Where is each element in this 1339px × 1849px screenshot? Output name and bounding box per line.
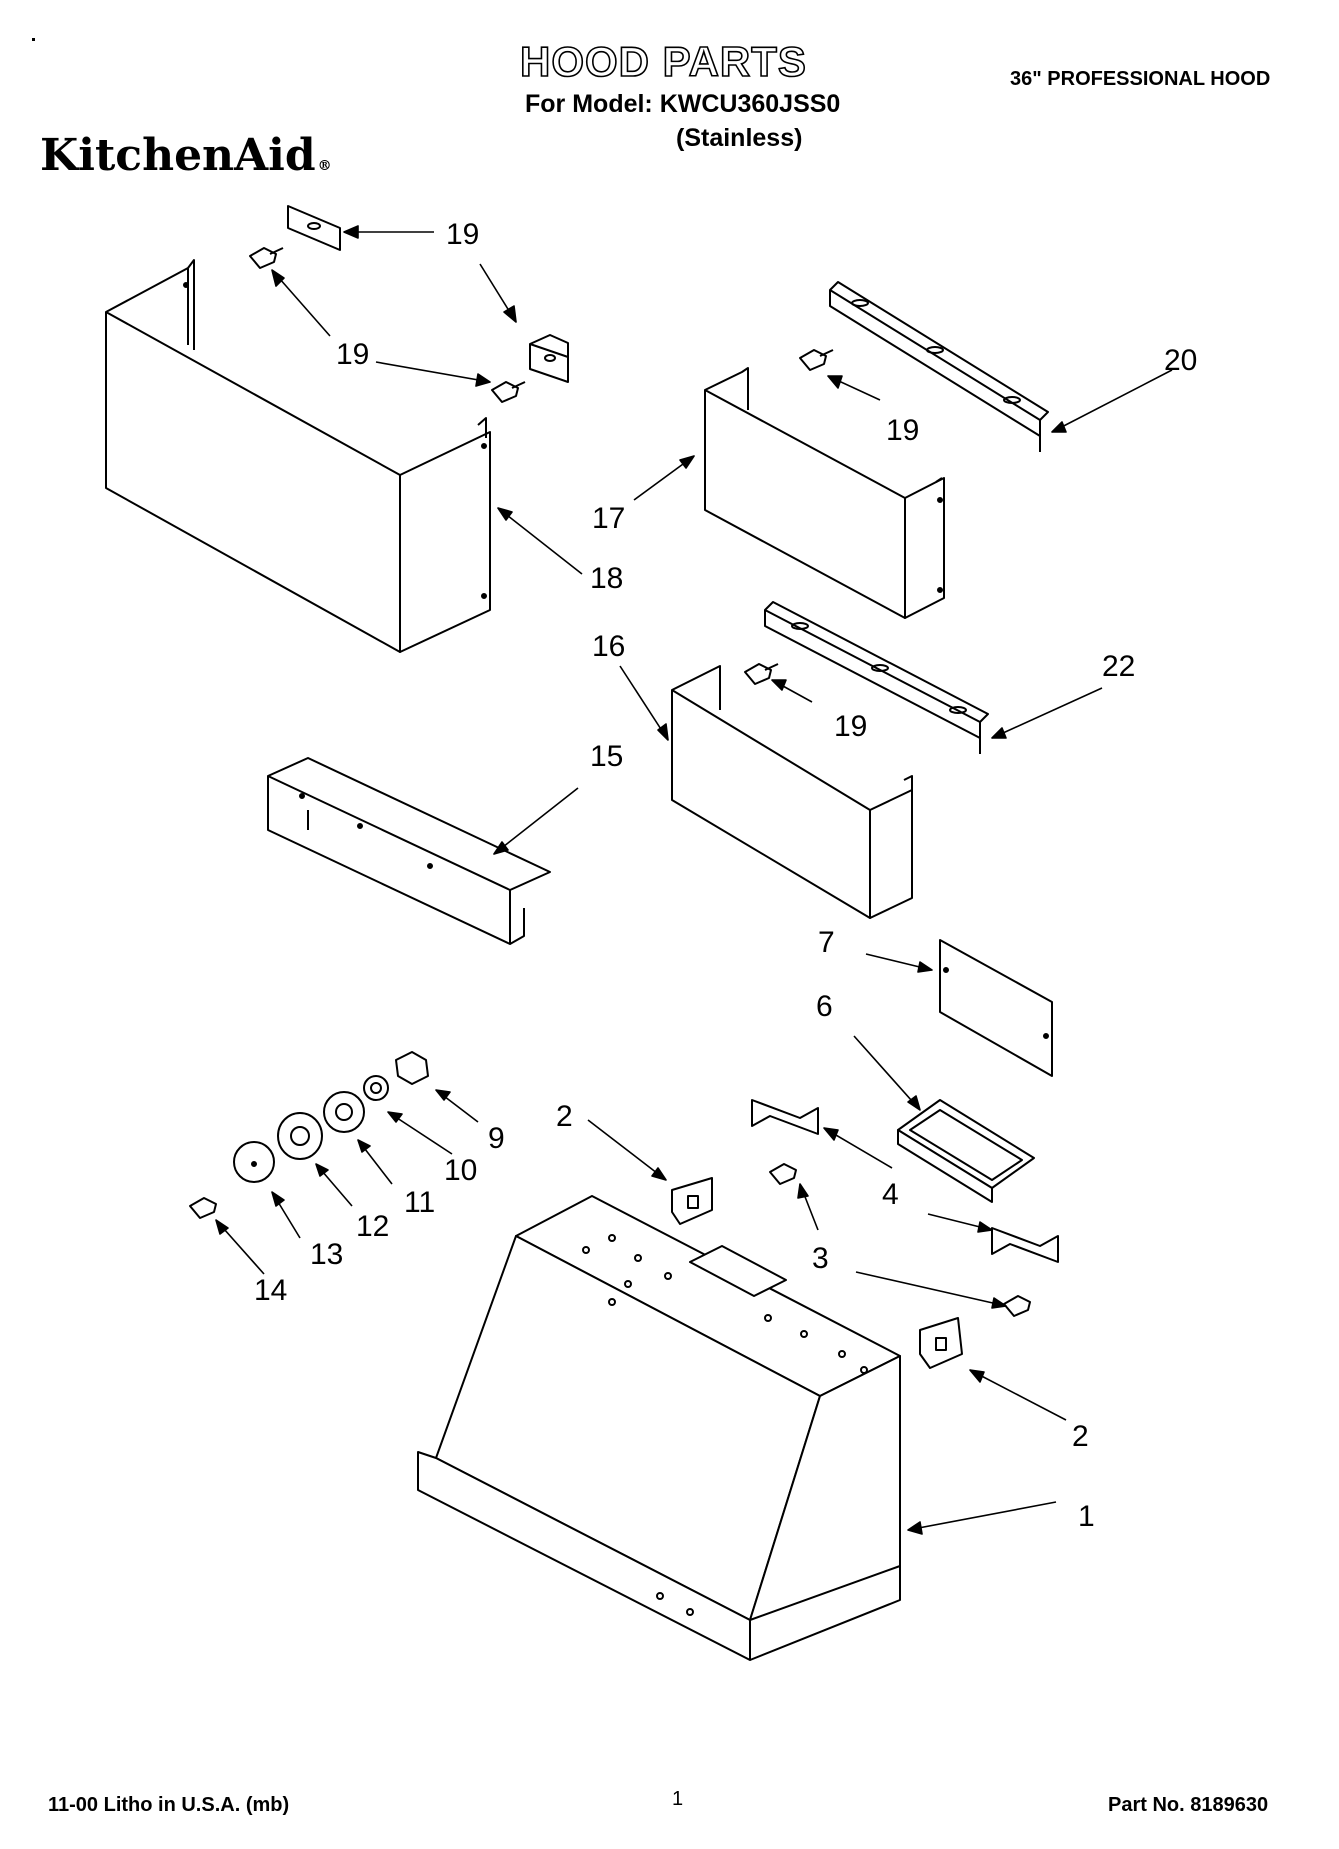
callout-9: 9 (488, 1122, 505, 1155)
callout-17: 17 (592, 502, 625, 535)
callout-22: 20 (1164, 344, 1197, 377)
callout-6: 6 (816, 990, 833, 1023)
page-number: 1 (672, 1788, 684, 1810)
callout-1: 1 (1078, 1500, 1095, 1533)
callout-22: 22 (1102, 650, 1135, 683)
screw-icon (249, 247, 834, 685)
callout-18: 18 (590, 562, 623, 595)
brand-logo: KitchenAid® (40, 130, 332, 181)
part-20-bracket (287, 205, 569, 383)
corner-dot (32, 38, 35, 41)
callout-13: 13 (310, 1238, 343, 1271)
callout-3: 3 (812, 1242, 829, 1275)
callout-11: 11 (404, 1186, 435, 1219)
part-7-filter-plate (939, 939, 1053, 1077)
part-15-support-rail (267, 757, 551, 945)
registered-mark: ® (317, 158, 332, 174)
callout-19: 19 (336, 338, 369, 371)
callout-2: 2 (556, 1100, 573, 1133)
part-2-clip (671, 1177, 963, 1369)
model-number: For Model: KWCU360JSS0 (525, 90, 841, 118)
callout-20: 19 (446, 218, 479, 251)
screw-icon (189, 1163, 1031, 1317)
product-name: 36" PROFESSIONAL HOOD (1010, 68, 1271, 90)
part-4-bracket (751, 1099, 1059, 1263)
part-22-bracket-upper (829, 281, 1049, 452)
callout-4: 4 (882, 1178, 899, 1211)
callout-labels: 1 2 2 3 4 6 7 9 10 11 12 13 14 15 16 17 … (254, 218, 1197, 1533)
leader-lines (215, 225, 1173, 1535)
callout-15: 15 (590, 740, 623, 773)
part-6-grease-tray (897, 1099, 1035, 1203)
page-title: HOOD PARTS (519, 37, 807, 86)
callout-12: 12 (356, 1210, 389, 1243)
callout-14: 14 (254, 1274, 287, 1307)
part-18-duct-cover-large (105, 259, 491, 653)
print-info: 11-00 Litho in U.S.A. (mb) (48, 1794, 290, 1816)
knob-stack-parts (233, 1051, 429, 1183)
callout-7: 7 (818, 926, 835, 959)
callout-19: 19 (886, 414, 919, 447)
part-number: Part No. 8189630 (1108, 1794, 1269, 1816)
part-16-duct-cover (671, 665, 913, 919)
brand-name: KitchenAid (40, 130, 316, 181)
part-17-duct-cover (704, 367, 945, 619)
part-1-hood-body (417, 1195, 901, 1661)
callout-16: 16 (592, 630, 625, 663)
callout-2: 2 (1072, 1420, 1089, 1453)
callout-19: 19 (834, 710, 867, 743)
part-22-bracket-lower (764, 601, 989, 754)
finish-label: (Stainless) (676, 124, 803, 152)
callout-10: 10 (444, 1154, 477, 1187)
